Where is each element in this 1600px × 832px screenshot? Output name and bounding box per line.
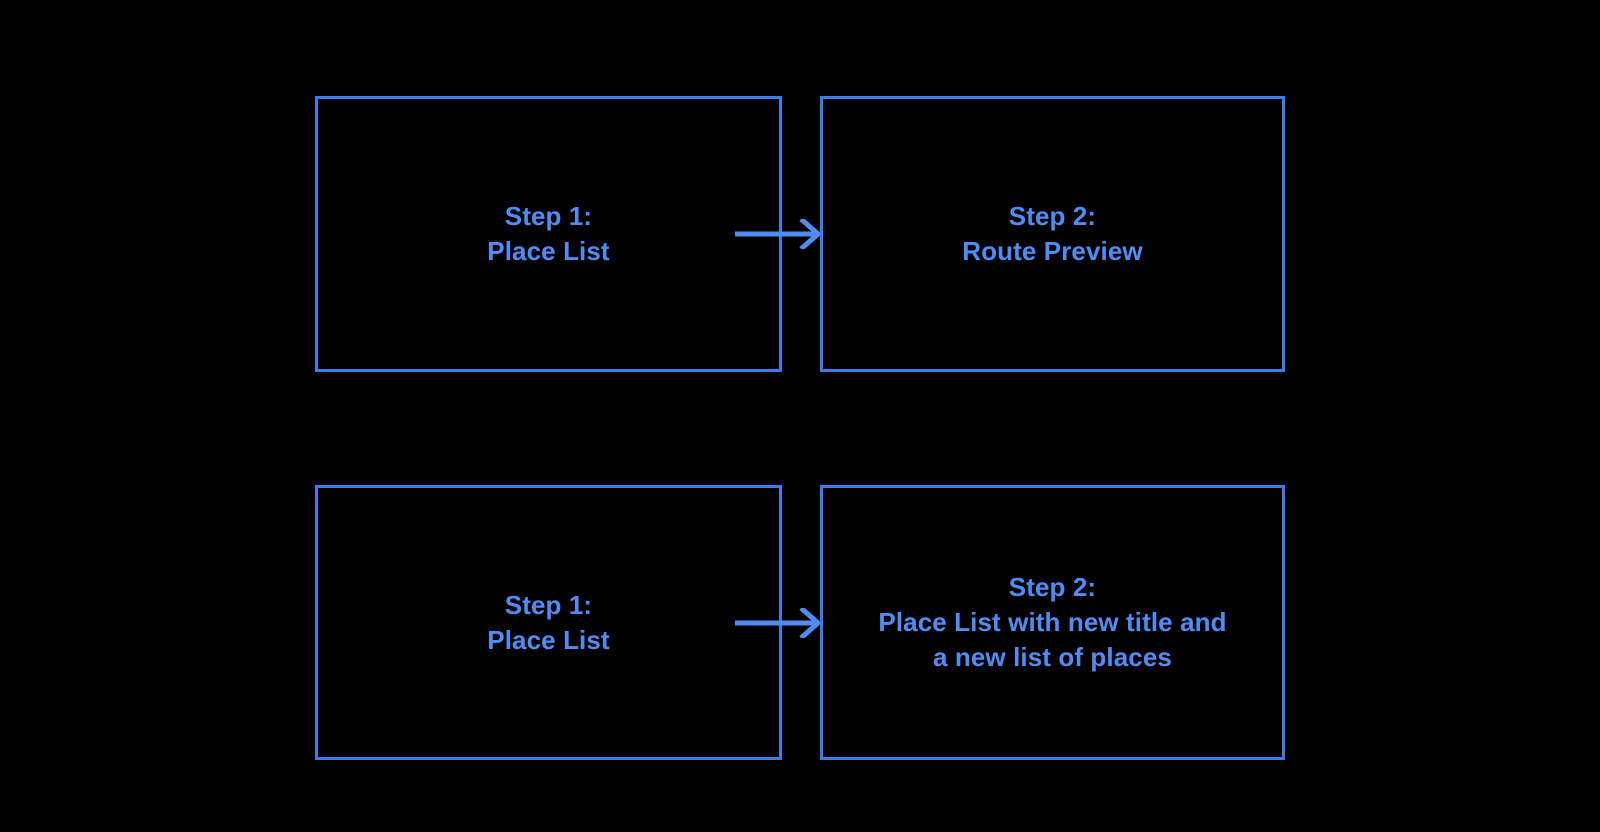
arrow-head <box>799 607 820 638</box>
arrow-right-glyph <box>735 607 820 638</box>
step-box-step-1-place-list-top[interactable]: Step 1: Place List <box>315 96 782 372</box>
arrow-head <box>799 219 820 249</box>
arrow-right-icon <box>735 607 820 638</box>
step-box-label: Step 2: Place List with new title and a … <box>878 572 1227 672</box>
flow-row-route-preview: Step 1: Place List Step 2: Route Preview <box>0 96 1600 372</box>
step-box-step-1-place-list-bottom[interactable]: Step 1: Place List <box>315 485 782 760</box>
step-box-label: Step 1: Place List <box>487 589 610 655</box>
arrow-right-icon <box>735 219 820 249</box>
arrow-right-glyph <box>735 219 820 249</box>
flow-row-edit-place-list: Step 1: Place List Step 2: Place List wi… <box>0 485 1600 760</box>
step-box-step-2-place-list-updated[interactable]: Step 2: Place List with new title and a … <box>820 485 1285 760</box>
step-box-label: Step 2: Route Preview <box>962 201 1143 266</box>
step-box-label: Step 1: Place List <box>487 201 610 266</box>
step-box-step-2-route-preview[interactable]: Step 2: Route Preview <box>820 96 1285 372</box>
